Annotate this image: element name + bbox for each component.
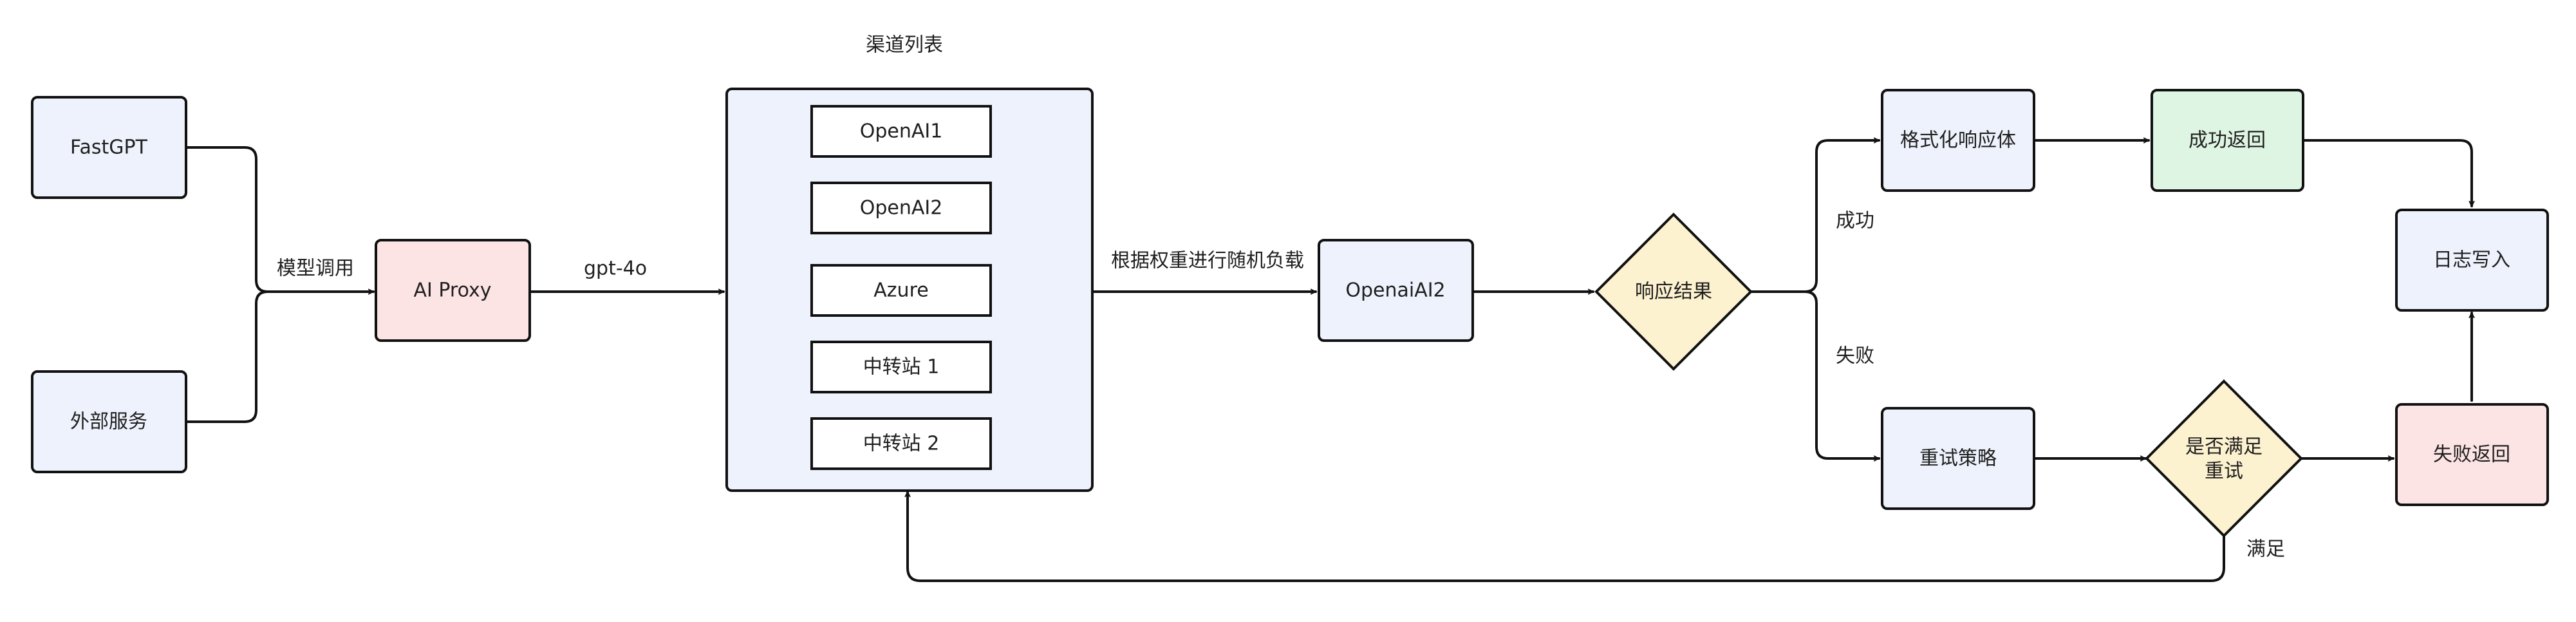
node-external-service-label: 外部服务 (70, 411, 147, 433)
node-response-result-label: 响应结果 (1635, 281, 1712, 303)
node-openai2[interactable]: OpenaiAI2 (1318, 239, 1474, 342)
node-fail-return[interactable]: 失败返回 (2395, 403, 2549, 506)
node-retry-policy-label: 重试策略 (1919, 448, 1997, 470)
node-retry-policy[interactable]: 重试策略 (1881, 407, 2035, 510)
node-response-result[interactable]: 响应结果 (1594, 212, 1753, 371)
node-log-write-label: 日志写入 (2433, 249, 2510, 272)
label-satisfied: 满足 (2246, 538, 2285, 561)
node-ai-proxy-label: AI Proxy (413, 279, 491, 302)
label-weighted-random: 根据权重进行随机负载 (1111, 250, 1304, 272)
label-success: 成功 (1836, 210, 1874, 232)
edge-external-to-proxy (185, 290, 269, 423)
edge-check-back-to-channels (904, 491, 2225, 582)
node-format-response-label: 格式化响应体 (1900, 129, 2016, 152)
node-openai2-label: OpenaiAI2 (1345, 279, 1445, 302)
label-model-call: 模型调用 (277, 258, 354, 280)
node-success-return-label: 成功返回 (2189, 129, 2266, 152)
node-format-response[interactable]: 格式化响应体 (1881, 89, 2035, 192)
node-fastgpt[interactable]: FastGPT (31, 96, 187, 199)
node-retry-check-line2: 重试 (2205, 460, 2243, 483)
node-ai-proxy[interactable]: AI Proxy (375, 239, 531, 342)
channel-item-label: Azure (873, 279, 928, 302)
node-retry-check[interactable]: 是否满足 重试 (2145, 379, 2303, 538)
node-external-service[interactable]: 外部服务 (31, 370, 187, 473)
channel-item[interactable]: OpenAI1 (810, 105, 992, 158)
node-fail-return-label: 失败返回 (2433, 444, 2510, 466)
channel-item-label: 中转站 1 (863, 356, 940, 379)
node-fastgpt-label: FastGPT (70, 137, 148, 159)
channel-item[interactable]: 中转站 1 (810, 341, 992, 393)
edge-response-to-retry (1804, 290, 1880, 462)
channel-item[interactable]: 中转站 2 (810, 417, 992, 470)
edge-success-to-log (2302, 139, 2475, 207)
channel-list-title: 渠道列表 (866, 34, 943, 57)
channel-item[interactable]: Azure (810, 264, 992, 317)
label-model-name: gpt-4o (584, 258, 647, 280)
channel-item-label: 中转站 2 (863, 433, 940, 455)
node-retry-check-line1: 是否满足 (2185, 436, 2263, 458)
channel-item-label: OpenAI1 (860, 120, 943, 143)
channel-item-label: OpenAI2 (860, 197, 943, 220)
label-failure: 失败 (1836, 345, 1874, 368)
node-success-return[interactable]: 成功返回 (2151, 89, 2304, 192)
channel-item[interactable]: OpenAI2 (810, 182, 992, 234)
node-log-write[interactable]: 日志写入 (2395, 209, 2549, 312)
